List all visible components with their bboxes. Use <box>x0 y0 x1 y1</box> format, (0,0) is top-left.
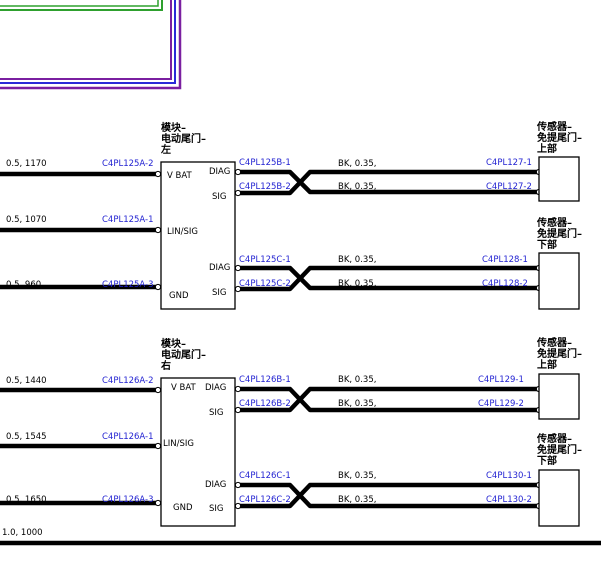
pin-label-gnd: GND <box>173 503 193 513</box>
pin-terminal <box>154 283 162 291</box>
connector-sensor: C4PL127-2 <box>486 182 532 192</box>
connector-vbat: C4PL125A-2 <box>102 159 154 169</box>
twisted-pair-wire-b <box>238 386 527 413</box>
pin-terminal <box>234 385 242 393</box>
connector-sensor: C4PL130-2 <box>486 495 532 505</box>
pin-terminal <box>234 285 242 293</box>
pin-terminal <box>234 481 242 489</box>
pin-label-diag: DIAG <box>209 167 230 177</box>
twisted-pair-wire-b <box>238 482 527 509</box>
sensor-upper-title-1: 传感器– <box>536 120 572 133</box>
connector-vbat: C4PL126A-2 <box>102 376 154 386</box>
pin-label-vbat: V BAT <box>171 383 197 393</box>
module-right-box <box>160 377 236 527</box>
connector-diag: C4PL126C-1 <box>239 471 291 481</box>
connector-diag: C4PL125B-1 <box>239 158 291 168</box>
pin-terminal <box>234 189 242 197</box>
connector-sig: C4PL125C-2 <box>239 279 291 289</box>
sensor-lower-title-3: 下部 <box>537 454 557 467</box>
sensor-lower-title-2: 免提尾门– <box>537 443 582 456</box>
connector-sensor: C4PL129-1 <box>478 375 524 385</box>
sensor-lower-title-1: 传感器– <box>536 432 572 445</box>
wire-spec-pair: BK, 0.35, <box>338 182 376 192</box>
pin-terminal <box>234 406 242 414</box>
connector-sensor: C4PL130-1 <box>486 471 532 481</box>
pin-terminal <box>154 226 162 234</box>
connector-sig: C4PL125B-2 <box>239 182 291 192</box>
module-right-title-2: 电动尾门– <box>161 348 206 361</box>
sensor-upper-box <box>538 156 580 202</box>
connector-gnd: C4PL126A-3 <box>102 495 154 505</box>
sensor-upper-title-3: 上部 <box>537 358 557 371</box>
pin-label-sig: SIG <box>209 408 224 418</box>
sensor-upper-box <box>538 373 580 420</box>
connector-sensor: C4PL127-1 <box>486 158 532 168</box>
pin-label-gnd: GND <box>169 291 189 301</box>
wire-spec-pair: BK, 0.35, <box>338 159 376 169</box>
twisted-pair-wire-b <box>238 265 527 292</box>
pin-terminal <box>234 264 242 272</box>
connector-diag: C4PL126B-1 <box>239 375 291 385</box>
connector-lin: C4PL125A-1 <box>102 215 154 225</box>
pin-terminal <box>234 168 242 176</box>
wire-spec-vbat: 0.5, 1170 <box>6 159 47 169</box>
pin-label-diag: DIAG <box>205 480 226 490</box>
pin-label-lin: LIN/SIG <box>167 227 198 237</box>
connector-sensor: C4PL129-2 <box>478 399 524 409</box>
ground-wire-spec: 1.0, 1000 <box>2 528 43 538</box>
module-right-title-3: 右 <box>160 359 171 372</box>
wire-spec-pair: BK, 0.35, <box>338 375 376 385</box>
twisted-pair-wire-b <box>238 169 527 196</box>
sensor-lower-title-2: 免提尾门– <box>537 227 582 240</box>
wire-spec-pair: BK, 0.35, <box>338 399 376 409</box>
pin-label-sig: SIG <box>212 288 227 298</box>
wire-spec-lin: 0.5, 1070 <box>6 215 47 225</box>
pin-label-sig: SIG <box>209 504 224 514</box>
module-left-title-2: 电动尾门– <box>161 132 206 145</box>
wire-spec-pair: BK, 0.35, <box>338 255 376 265</box>
pin-label-lin: LIN/SIG <box>163 439 194 449</box>
wire-spec-gnd: 0.5, 1650 <box>6 495 47 505</box>
sensor-upper-title-3: 上部 <box>537 142 557 155</box>
pin-label-diag: DIAG <box>209 263 230 273</box>
module-right-title-1: 模块– <box>161 337 186 350</box>
connector-sensor: C4PL128-2 <box>482 279 528 289</box>
module-right-group: 模块– 电动尾门– 右 0.5, 1440 0.5, 1545 0.5, 165… <box>0 336 582 527</box>
sensor-lower-title-3: 下部 <box>537 238 557 251</box>
wire-spec-gnd: 0.5, 960 <box>6 280 41 290</box>
wire-spec-vbat: 0.5, 1440 <box>6 376 47 386</box>
wire-spec-pair: BK, 0.35, <box>338 471 376 481</box>
connector-sensor: C4PL128-1 <box>482 255 528 265</box>
upstream-frame <box>0 0 182 90</box>
sensor-lower-box <box>538 252 580 310</box>
sensor-upper-title-2: 免提尾门– <box>537 131 582 144</box>
pin-terminal <box>154 386 162 394</box>
pin-terminal <box>154 499 162 507</box>
connector-sig: C4PL126B-2 <box>239 399 291 409</box>
sensor-upper-title-2: 免提尾门– <box>537 347 582 360</box>
module-left-title-1: 模块– <box>161 121 186 134</box>
module-left-title-3: 左 <box>160 143 171 156</box>
module-left-box <box>160 161 236 310</box>
pin-label-sig: SIG <box>212 192 227 202</box>
pin-label-diag: DIAG <box>205 383 226 393</box>
connector-diag: C4PL125C-1 <box>239 255 291 265</box>
wire-spec-lin: 0.5, 1545 <box>6 432 47 442</box>
module-left-group: 模块– 电动尾门– 左 0.5, 1170 0.5, 1070 0.5, 960… <box>0 120 582 310</box>
wire-spec-pair: BK, 0.35, <box>338 279 376 289</box>
sensor-lower-box <box>538 469 580 527</box>
sensor-lower-title-1: 传感器– <box>536 216 572 229</box>
pin-terminal <box>234 502 242 510</box>
wire-spec-pair: BK, 0.35, <box>338 495 376 505</box>
connector-sig: C4PL126C-2 <box>239 495 291 505</box>
sensor-upper-title-1: 传感器– <box>536 336 572 349</box>
pin-terminal <box>154 442 162 450</box>
connector-lin: C4PL126A-1 <box>102 432 154 442</box>
pin-terminal <box>154 170 162 178</box>
connector-gnd: C4PL125A-3 <box>102 280 154 290</box>
pin-label-vbat: V BAT <box>167 171 193 181</box>
